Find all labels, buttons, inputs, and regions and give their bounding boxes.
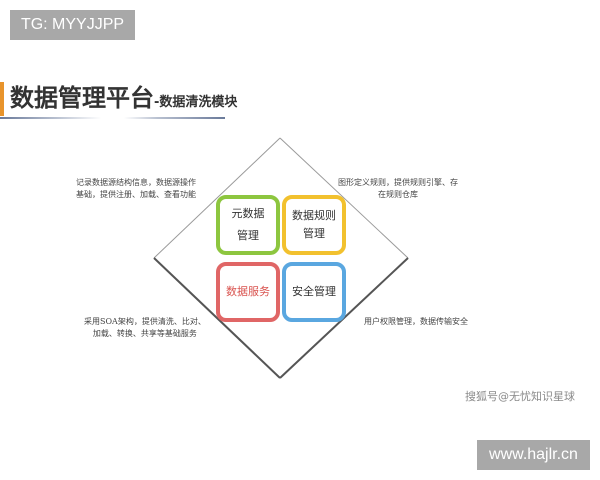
note-security: 用户权限管理，数据传输安全 (364, 316, 468, 328)
url-tag: www.hajlr.cn (477, 440, 590, 470)
module-data-service[interactable]: 数据服务 (216, 262, 280, 322)
module-label-line1: 数据服务 (226, 285, 270, 298)
note-line: 采用SOA架构，提供清洗、比对、 (84, 317, 206, 326)
page-subtitle: -数据清洗模块 (154, 95, 238, 110)
tg-tag: TG: MYYJJPP (10, 10, 135, 40)
module-metadata-management[interactable]: 元数据管理 (216, 195, 280, 255)
module-data-rules-management[interactable]: 数据规则管理 (282, 195, 346, 255)
note-metadata: 记录数据源结构信息，数据源操作 基础，提供注册、加载、查看功能 (76, 177, 196, 201)
module-label: 数据服务 (222, 283, 274, 301)
note-line: 记录数据源结构信息，数据源操作 (76, 178, 196, 187)
note-line: 用户权限管理，数据传输安全 (364, 317, 468, 326)
module-label-line2: 管理 (237, 229, 259, 242)
note-line: 在规则仓库 (378, 190, 418, 199)
title-underline (0, 117, 225, 119)
note-line: 加载、转换、共享等基础服务 (92, 329, 197, 338)
module-label: 安全管理 (288, 283, 340, 301)
page-header: 数据管理平台-数据清洗模块 (0, 80, 240, 120)
note-line: 基础，提供注册、加载、查看功能 (76, 190, 196, 199)
sohu-watermark: 搜狐号@无忧知识星球 (465, 390, 575, 403)
note-data-rules: 图形定义规则，提供规则引擎、存 在规则仓库 (338, 177, 458, 201)
page-title: 数据管理平台-数据清洗模块 (10, 80, 237, 121)
module-label-line2: 管理 (303, 227, 325, 240)
title-main-text: 数据管理平台 (10, 84, 154, 112)
module-label-line1: 安全管理 (292, 285, 336, 298)
note-data-service: 采用SOA架构，提供清洗、比对、 加载、转换、共享等基础服务 (84, 316, 206, 340)
module-security-management[interactable]: 安全管理 (282, 262, 346, 322)
module-label-line1: 元数据 (231, 207, 265, 220)
title-accent-bar (0, 82, 4, 116)
module-label: 数据规则管理 (288, 207, 340, 243)
module-label: 元数据管理 (222, 205, 274, 245)
note-line: 图形定义规则，提供规则引擎、存 (338, 178, 458, 187)
module-label-line1: 数据规则 (292, 209, 336, 222)
